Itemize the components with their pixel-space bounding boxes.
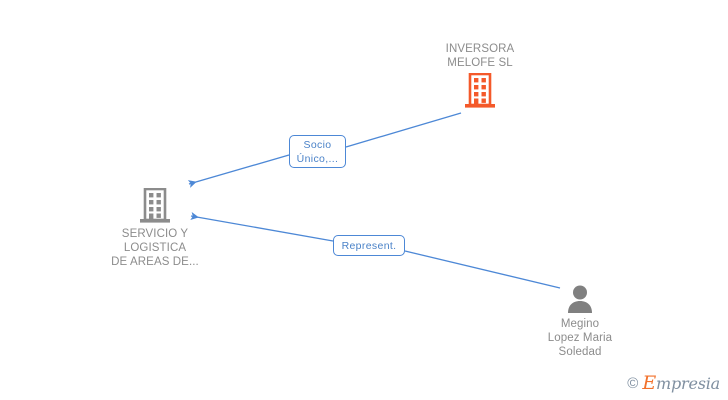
empresia-watermark: © Empresia xyxy=(627,372,720,394)
node-label-megino-lopez: Megino Lopez Maria Soledad xyxy=(547,318,613,358)
building-icon-servicio[interactable] xyxy=(85,188,225,224)
node-label-servicio-logistica: SERVICIO Y LOGISTICA DE AREAS DE... xyxy=(111,228,199,268)
person-icon-megino[interactable] xyxy=(510,284,650,314)
node-inversora-melofe[interactable]: INVERSORA MELOFE SL xyxy=(400,42,560,109)
building-icon-inversora[interactable] xyxy=(400,73,560,109)
building-icon xyxy=(465,73,495,108)
node-servicio-logistica[interactable]: SERVICIO Y LOGISTICA DE AREAS DE... xyxy=(85,188,225,269)
edge-line-represent-to-servicio xyxy=(190,212,334,242)
copyright-icon: © xyxy=(627,374,639,392)
person-icon xyxy=(568,285,592,313)
brand-rest: mpresia xyxy=(656,374,720,393)
brand-logo: Empresia xyxy=(642,372,720,394)
building-icon xyxy=(140,188,170,223)
node-label-inversora-melofe: INVERSORA MELOFE SL xyxy=(445,43,515,69)
edge-label-represent[interactable]: Represent. xyxy=(333,235,405,256)
edge-label-socio-unico[interactable]: Socio Único,... xyxy=(289,135,346,168)
edge-line-socio-to-servicio xyxy=(187,154,290,188)
edge-line-inversora-to-socio xyxy=(345,112,462,148)
node-megino-lopez[interactable]: Megino Lopez Maria Soledad xyxy=(510,284,650,359)
edge-line-megino-to-represent xyxy=(404,250,561,289)
brand-initial: E xyxy=(642,372,656,394)
